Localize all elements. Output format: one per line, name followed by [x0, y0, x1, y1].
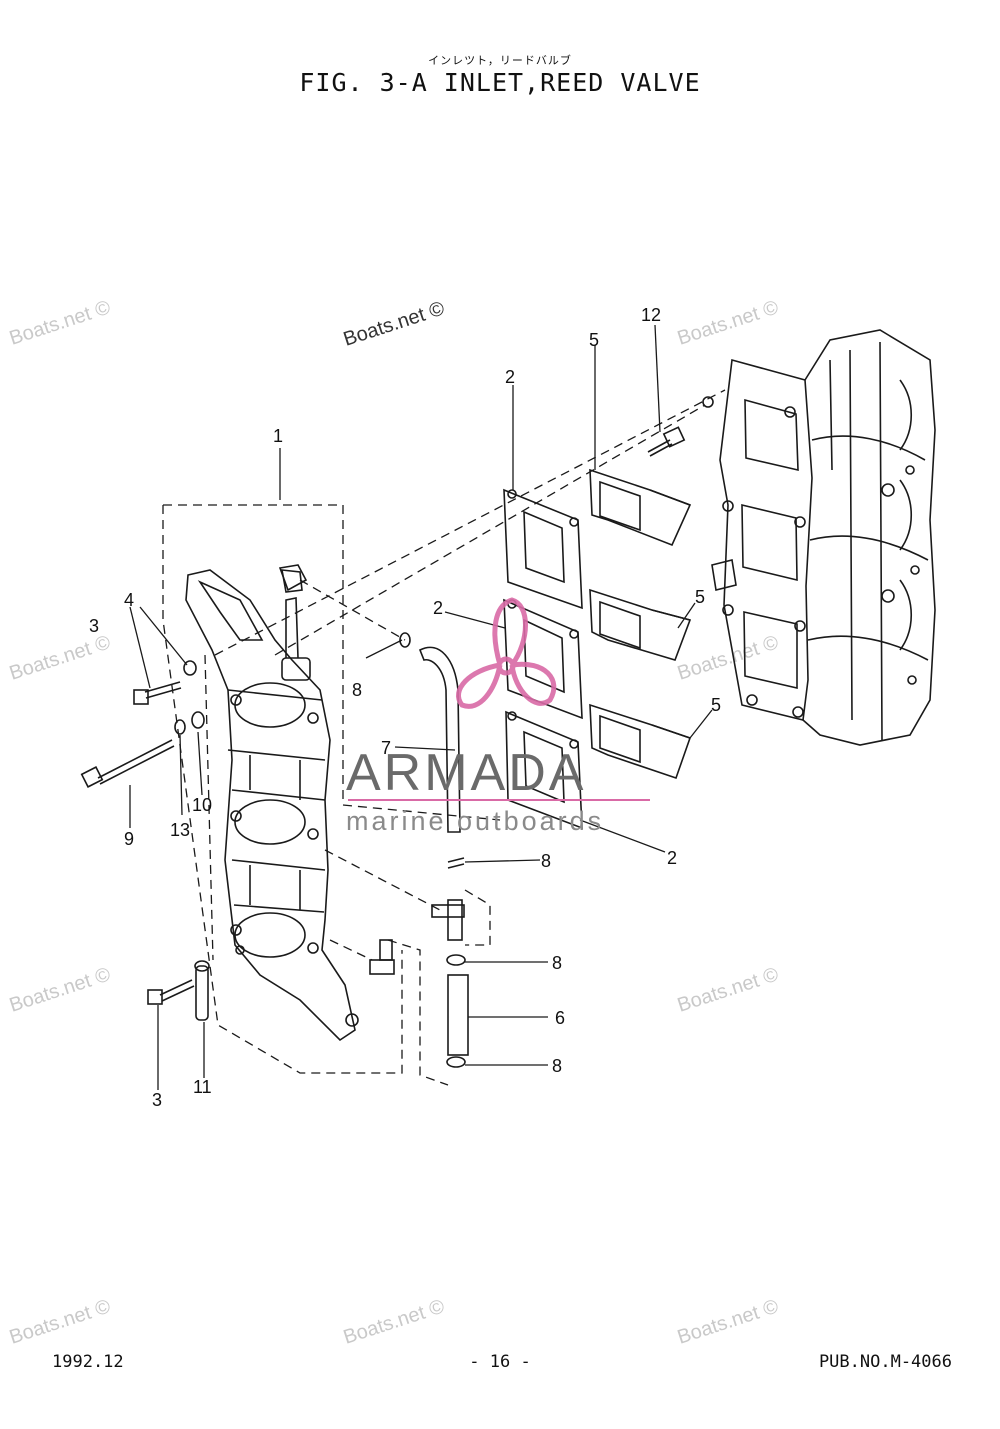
watermark-text: Boats.net © — [675, 963, 782, 1016]
watermark-text: Boats.net © — [341, 297, 448, 350]
callout-10: 10 — [192, 795, 212, 815]
watermark-text: Boats.net © — [7, 631, 114, 684]
watermark-text: Boats.net © — [7, 296, 114, 349]
callout-5: 5 — [695, 587, 705, 607]
callout-2: 2 — [667, 848, 677, 868]
brand-tagline: marine outboards — [346, 806, 604, 836]
callout-2: 2 — [433, 598, 443, 618]
brand-name: ARMADA — [346, 744, 586, 802]
fasteners-and-hoses — [80, 426, 686, 1068]
propeller-logo-icon — [456, 597, 557, 709]
callout-3: 3 — [89, 616, 99, 636]
dashed-reference-lines — [162, 389, 726, 1086]
callout-7: 7 — [381, 738, 391, 758]
reed-valves — [589, 468, 692, 780]
callout-12: 12 — [641, 305, 661, 325]
callout-numbers: 1 2 2 2 3 3 4 5 5 5 6 7 8 8 8 8 8 9 10 1… — [89, 305, 721, 1110]
watermark-text: Boats.net © — [7, 963, 114, 1016]
callout-5: 5 — [589, 330, 599, 350]
callout-6: 6 — [555, 1008, 565, 1028]
callout-3: 3 — [152, 1090, 162, 1110]
intake-manifold — [185, 564, 359, 1042]
leader-lines — [129, 324, 713, 1090]
callout-8: 8 — [552, 1056, 562, 1076]
watermark-text: Boats.net © — [675, 631, 782, 684]
callout-4: 4 — [124, 590, 134, 610]
watermark-text: Boats.net © — [7, 1295, 114, 1348]
japanese-title: インレツト，リードバルブ — [428, 54, 572, 67]
callout-8: 8 — [541, 851, 551, 871]
page-number: - 16 - — [469, 1352, 531, 1372]
watermark-text: Boats.net © — [341, 1295, 448, 1348]
callout-13: 13 — [170, 820, 190, 840]
watermark-text: Boats.net © — [675, 1295, 782, 1348]
callout-1: 1 — [273, 426, 283, 446]
callout-2: 2 — [505, 367, 515, 387]
watermark-text: Boats.net © — [675, 296, 782, 349]
footer-date: 1992.12 — [52, 1352, 124, 1372]
callout-9: 9 — [124, 829, 134, 849]
callout-8: 8 — [352, 680, 362, 700]
publication-number: PUB.NO.M-4066 — [818, 1352, 952, 1372]
armada-logo: ARMADA marine outboards — [346, 597, 650, 836]
callout-5: 5 — [711, 695, 721, 715]
callout-11: 11 — [193, 1077, 212, 1097]
callout-8: 8 — [552, 953, 562, 973]
figure-title: FIG. 3-A INLET,REED VALVE — [299, 68, 701, 97]
crankcase-block — [702, 329, 936, 746]
